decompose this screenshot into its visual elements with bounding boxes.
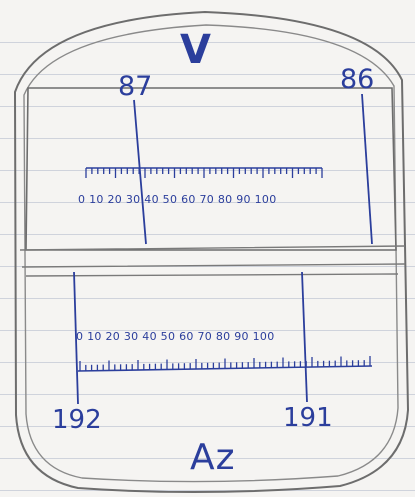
lower-scale-labels: 0 10 20 30 40 50 60 70 80 90 100 bbox=[76, 331, 275, 342]
lower-right-value: 191 bbox=[283, 405, 333, 431]
upper-left-cursor-line bbox=[134, 100, 146, 244]
lower-right-cursor-line bbox=[302, 272, 307, 402]
upper-left-value: 87 bbox=[118, 73, 152, 100]
lower-left-value: 192 bbox=[52, 407, 102, 433]
upper-scale-ticks bbox=[86, 168, 322, 178]
upper-window-frame bbox=[26, 88, 396, 250]
upper-scale-labels: 0 10 20 30 40 50 60 70 80 90 100 bbox=[78, 194, 277, 205]
bottom-mark-az: Az bbox=[190, 440, 236, 476]
upper-right-cursor-line bbox=[362, 94, 372, 244]
top-mark-v: V bbox=[180, 30, 211, 70]
upper-right-value: 86 bbox=[340, 66, 374, 93]
